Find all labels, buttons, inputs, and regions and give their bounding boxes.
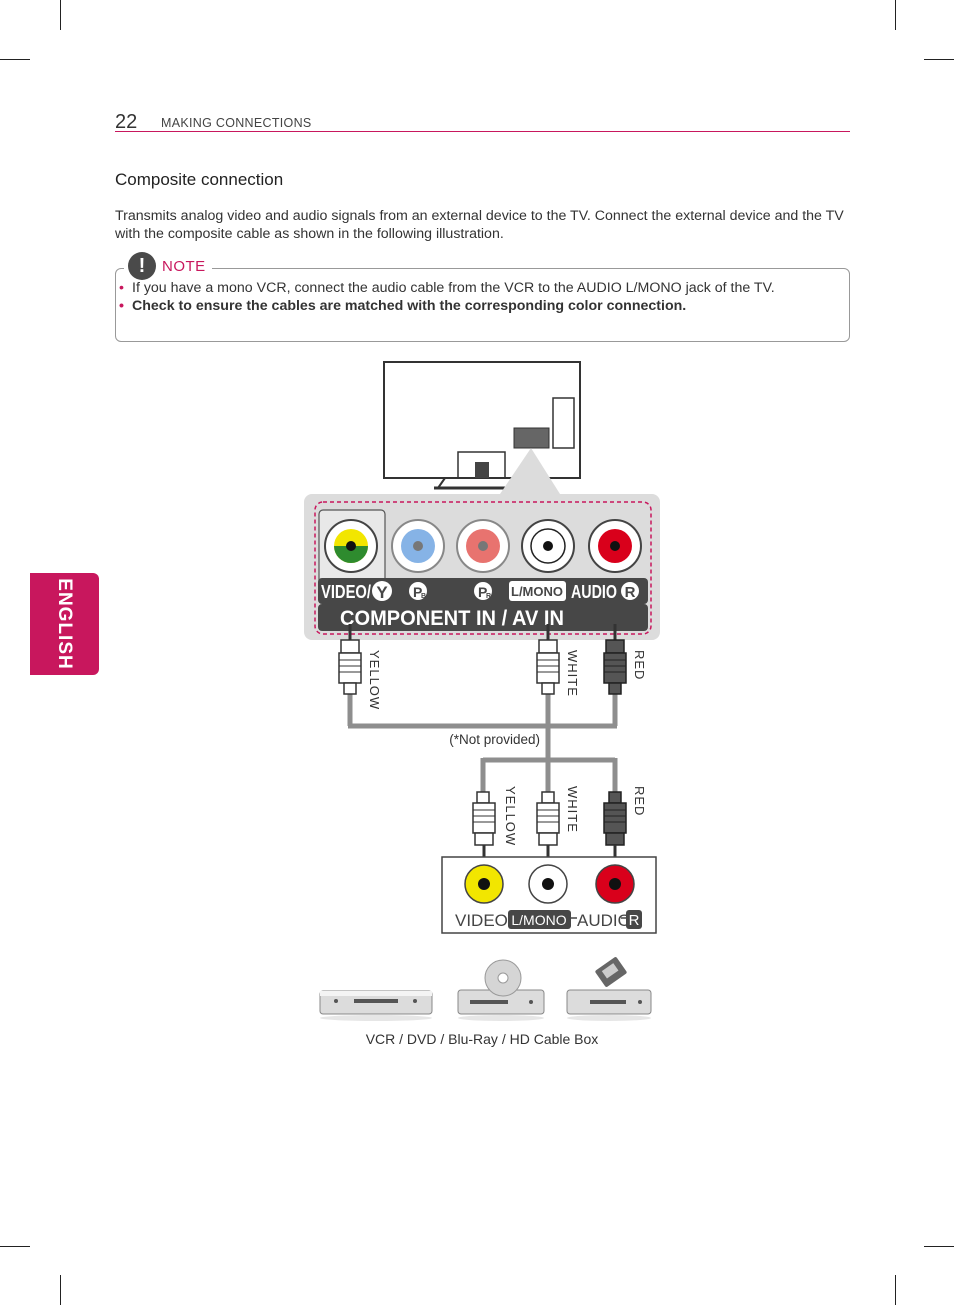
crop-mark: [60, 1275, 61, 1305]
note-list: If you have a mono VCR, connect the audi…: [118, 280, 838, 316]
lmono-label: L/MONO: [511, 584, 563, 599]
audio-label: AUDIO: [571, 582, 617, 602]
exclamation-icon: !: [128, 252, 156, 280]
device-video-label: VIDEO: [455, 911, 508, 930]
crop-mark: [895, 0, 896, 30]
note-box: [115, 268, 850, 342]
page-number: 22: [115, 111, 138, 133]
plug-yellow-top: [338, 624, 362, 695]
language-tab: ENGLISH: [30, 573, 99, 675]
crop-mark: [895, 1275, 896, 1305]
y-label: Y: [376, 583, 388, 602]
crop-mark: [0, 1246, 30, 1247]
crop-mark: [0, 59, 30, 60]
plug-red-bottom: [603, 791, 627, 860]
device-output-panel: VIDEO L/MONO AUDIO R: [441, 856, 657, 934]
note-item: Check to ensure the cables are matched w…: [118, 298, 838, 315]
plug-white-bottom: [536, 791, 560, 860]
tv-illustration: [383, 361, 581, 490]
av-cable: [347, 694, 618, 792]
page-heading: Composite connection: [115, 170, 284, 189]
header-rule: [115, 131, 850, 132]
pb-subscript: B: [421, 593, 426, 600]
panel-title: COMPONENT IN / AV IN: [340, 607, 564, 630]
cable-label-red-bottom: RED: [632, 786, 647, 816]
note-item: If you have a mono VCR, connect the audi…: [118, 280, 838, 297]
pb-label: P: [413, 584, 422, 600]
device-r-label: R: [629, 912, 640, 929]
device-lmono-label: L/MONO: [511, 912, 566, 928]
cable-label-yellow-bottom: YELLOW: [503, 786, 518, 846]
dvd-device-icon: [457, 959, 545, 1021]
intro-paragraph: Transmits analog video and audio signals…: [115, 208, 844, 242]
vcr-device-icon: [319, 990, 433, 1021]
cable-label-white-top: WHITE: [565, 650, 580, 697]
tv-input-panel: VIDEO/ Y P B P R L/MONO AUDIO R COMPONEN…: [304, 494, 660, 640]
crop-mark: [924, 59, 954, 60]
note-header: ! NOTE: [124, 252, 212, 280]
not-provided-note: (*Not provided): [449, 732, 540, 747]
section-title: MAKING CONNECTIONS: [161, 116, 312, 130]
video-label: VIDEO/: [321, 582, 371, 602]
r-label: R: [625, 584, 636, 601]
plug-red-top: [603, 624, 627, 695]
cable-label-yellow-top: YELLOW: [367, 650, 382, 710]
pr-label: P: [478, 584, 487, 600]
crop-mark: [60, 0, 61, 30]
pr-subscript: R: [486, 593, 491, 600]
crop-mark: [924, 1246, 954, 1247]
cable-box-device-icon: [566, 957, 652, 1021]
device-audio-label: AUDIO: [577, 911, 631, 930]
plug-white-top: [536, 624, 560, 695]
cable-label-white-bottom: WHITE: [565, 786, 580, 833]
plug-yellow-bottom: [472, 791, 496, 860]
cable-label-red-top: RED: [632, 650, 647, 680]
zoom-callout: [500, 448, 560, 494]
devices-caption: VCR / DVD / Blu-Ray / HD Cable Box: [366, 1031, 599, 1047]
note-label: NOTE: [162, 257, 206, 275]
